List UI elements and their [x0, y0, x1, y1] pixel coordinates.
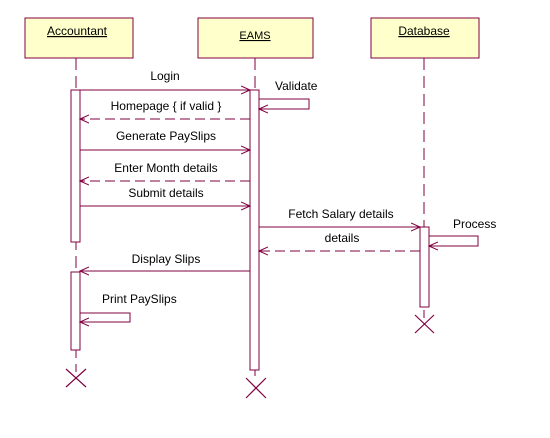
participant-accountant: Accountant: [24, 17, 134, 59]
message-print-payslips-label: Print PaySlips: [102, 292, 177, 306]
message-enter-month-details-label: Enter Month details: [114, 161, 217, 175]
destroy-accountant: [65, 368, 87, 388]
message-labels: Login Validate Homepage { if valid } Gen…: [102, 69, 496, 306]
message-generate-payslips-label: Generate PaySlips: [116, 129, 216, 143]
message-details-label: details: [325, 231, 360, 245]
message-process-arrow: [429, 235, 479, 246]
participant-eams-label: EAMS: [239, 30, 270, 42]
participant-database-label: Database: [398, 24, 450, 38]
destroy-eams: [245, 377, 267, 399]
message-display-slips-label: Display Slips: [132, 252, 201, 266]
message-fetch-salary-details-label: Fetch Salary details: [288, 207, 393, 221]
messages: [80, 90, 479, 322]
message-login-label: Login: [150, 69, 179, 83]
message-print-payslips-arrow: [80, 312, 131, 322]
message-homepage-label: Homepage { if valid }: [111, 99, 222, 113]
destroy-database: [414, 314, 435, 334]
participant-accountant-box: [24, 17, 134, 59]
participant-eams-box: [197, 17, 314, 59]
activation-eams: [249, 89, 260, 371]
destruction-marks: [65, 314, 435, 399]
participant-eams: EAMS: [197, 17, 314, 59]
message-submit-details-label: Submit details: [128, 186, 203, 200]
activation-accountant-1: [70, 89, 81, 243]
message-validate-label: Validate: [275, 79, 318, 93]
activation-database: [419, 226, 430, 308]
activation-accountant-2: [70, 271, 81, 351]
participant-accountant-label: Accountant: [47, 24, 108, 38]
participant-database: Database: [370, 17, 480, 59]
activations: [70, 89, 430, 371]
message-process-label: Process: [453, 217, 496, 231]
participant-database-box: [370, 17, 480, 59]
message-validate-arrow: [259, 98, 310, 109]
